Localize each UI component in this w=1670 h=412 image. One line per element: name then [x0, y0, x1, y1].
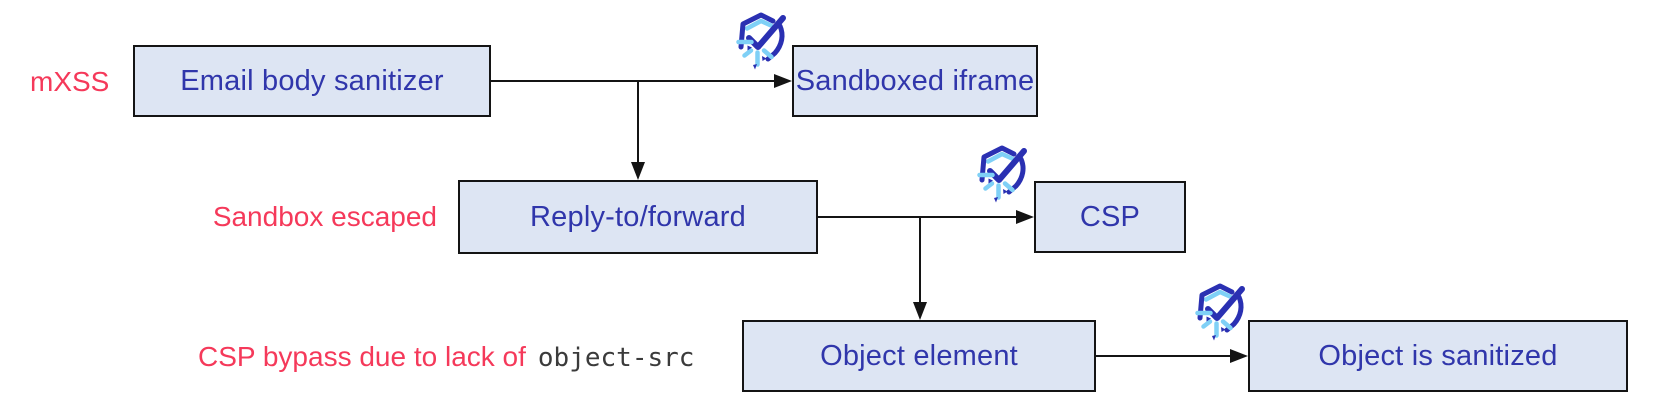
annotation-sandbox-escaped: Sandbox escaped — [212, 201, 437, 232]
node-csp: CSP — [1034, 181, 1186, 253]
shield-check-icon — [1195, 283, 1245, 341]
node-reply-to-forward: Reply-to/forward — [458, 180, 818, 254]
annotation-mxss: mXSS — [30, 66, 110, 97]
node-sandboxed-iframe: Sandboxed iframe — [792, 45, 1038, 117]
edge-replyto-to-object — [913, 217, 927, 320]
node-object-is-sanitized: Object is sanitized — [1248, 320, 1628, 392]
object-src-code: object-src — [537, 343, 695, 373]
edge-sanitizer-to-replyto — [631, 81, 645, 180]
annotation-csp-bypass-text: CSP bypass due to lack of — [198, 341, 526, 372]
annotation-csp-bypass: CSP bypass due to lack of object-src — [198, 340, 694, 375]
edge-object-to-sanitized — [1096, 349, 1248, 363]
edge-sanitizer-to-iframe — [491, 74, 792, 88]
shield-check-icon — [736, 12, 786, 70]
edge-replyto-to-csp — [818, 210, 1034, 224]
node-object-element: Object element — [742, 320, 1096, 392]
shield-check-icon — [977, 145, 1027, 203]
node-email-body-sanitizer: Email body sanitizer — [133, 45, 491, 117]
